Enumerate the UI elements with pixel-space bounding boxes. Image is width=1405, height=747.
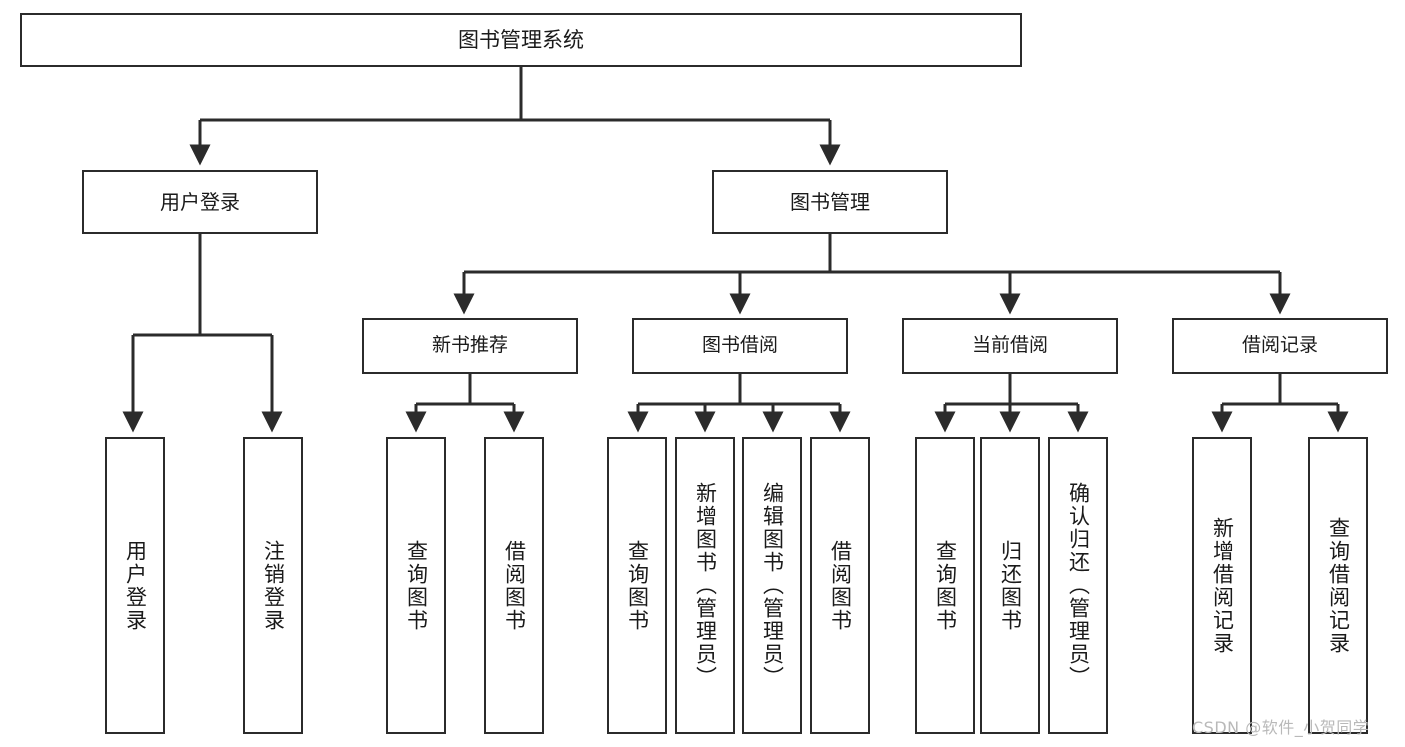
node-book-manage[interactable]: 图书管理 (712, 170, 948, 234)
node-current-borrow-label: 当前借阅 (971, 334, 1048, 357)
node-new-book-rec[interactable]: 新书推荐 (362, 318, 578, 374)
node-leaf-borrow-lend-label: 借阅图书 (828, 539, 853, 632)
node-leaf-borrow-edit[interactable]: 编辑图书（管理员） (742, 437, 802, 734)
node-leaf-borrow-add-label: 新增图书（管理员） (693, 482, 718, 689)
node-leaf-cur-confirm[interactable]: 确认归还（管理员） (1048, 437, 1108, 734)
node-new-book-rec-label: 新书推荐 (431, 334, 508, 357)
node-user-login-label: 用户登录 (160, 189, 240, 214)
node-leaf-rec-query-label: 查询图书 (404, 539, 429, 632)
node-borrow-record[interactable]: 借阅记录 (1172, 318, 1388, 374)
node-leaf-user-logout-label: 注销登录 (261, 539, 286, 632)
node-leaf-cur-return[interactable]: 归还图书 (980, 437, 1040, 734)
node-leaf-rec-add[interactable]: 新增借阅记录 (1192, 437, 1252, 734)
node-leaf-cur-query[interactable]: 查询图书 (915, 437, 975, 734)
node-leaf-borrow-lend[interactable]: 借阅图书 (810, 437, 870, 734)
node-leaf-user-logout[interactable]: 注销登录 (243, 437, 303, 734)
node-current-borrow[interactable]: 当前借阅 (902, 318, 1118, 374)
node-leaf-borrow-query-label: 查询图书 (625, 539, 650, 632)
node-leaf-rec-search[interactable]: 查询借阅记录 (1308, 437, 1368, 734)
node-book-borrow[interactable]: 图书借阅 (632, 318, 848, 374)
csdn-watermark: CSDN @软件_小贺同学 (1192, 718, 1370, 737)
node-leaf-rec-borrow-label: 借阅图书 (502, 539, 527, 632)
node-leaf-cur-query-label: 查询图书 (933, 539, 958, 632)
node-leaf-user-login-label: 用户登录 (123, 539, 148, 632)
node-leaf-borrow-query[interactable]: 查询图书 (607, 437, 667, 734)
node-leaf-borrow-edit-label: 编辑图书（管理员） (760, 482, 785, 689)
node-book-borrow-label: 图书借阅 (701, 334, 778, 357)
node-leaf-rec-query[interactable]: 查询图书 (386, 437, 446, 734)
node-leaf-rec-search-label: 查询借阅记录 (1326, 516, 1351, 655)
node-root-label: 图书管理系统 (458, 27, 584, 52)
node-leaf-rec-add-label: 新增借阅记录 (1210, 516, 1235, 655)
node-borrow-record-label: 借阅记录 (1241, 334, 1318, 357)
node-leaf-user-login[interactable]: 用户登录 (105, 437, 165, 734)
node-leaf-borrow-add[interactable]: 新增图书（管理员） (675, 437, 735, 734)
node-leaf-rec-borrow[interactable]: 借阅图书 (484, 437, 544, 734)
node-root[interactable]: 图书管理系统 (20, 13, 1022, 67)
node-user-login[interactable]: 用户登录 (82, 170, 318, 234)
node-leaf-cur-return-label: 归还图书 (998, 539, 1023, 632)
node-book-manage-label: 图书管理 (790, 189, 870, 214)
node-leaf-cur-confirm-label: 确认归还（管理员） (1066, 482, 1091, 689)
